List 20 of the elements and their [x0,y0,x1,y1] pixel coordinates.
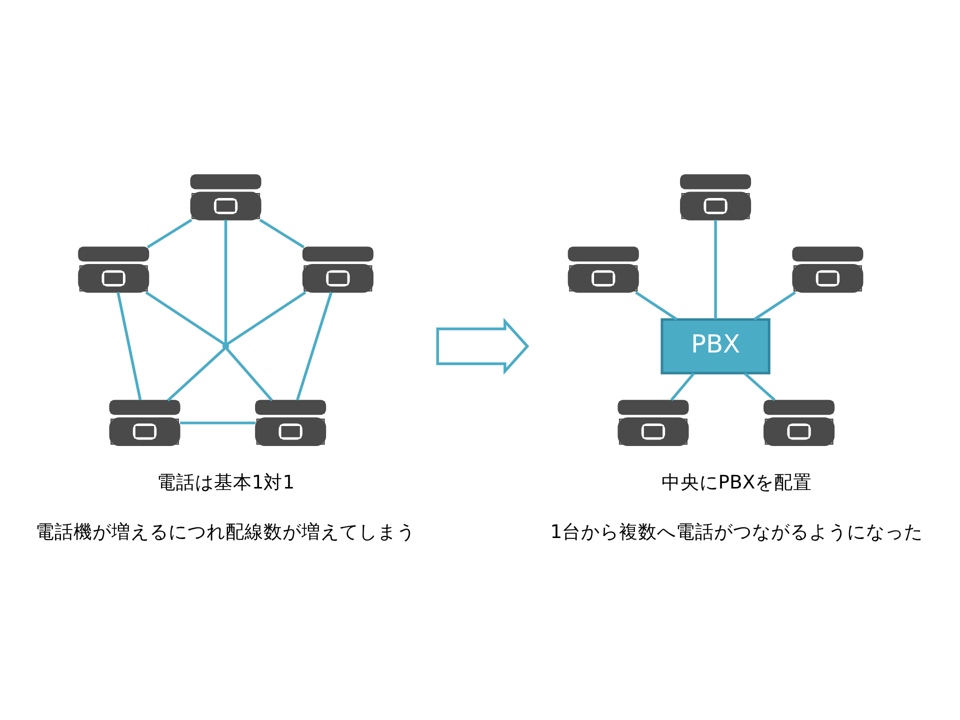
node-box: PBX [660,318,770,374]
connector [714,220,717,320]
label: 中央にPBXを配置 [661,472,812,494]
connector [180,422,256,424]
connector [224,220,228,344]
connector [145,291,225,346]
connector [226,348,274,402]
label: 1台から複数へ電話がつながるようになった [550,522,924,544]
connector [226,291,306,346]
connector [635,291,678,321]
connector [754,291,796,321]
connector [146,218,192,248]
label: 電話機が増えるにつれ配線数が増えてしまう [36,522,416,544]
label: 電話は基本1対1 [156,472,295,494]
node-point [222,342,230,350]
connector [744,372,776,402]
node-arrow [436,318,530,375]
connector [259,218,305,248]
connector [670,372,695,401]
connector [166,348,226,402]
